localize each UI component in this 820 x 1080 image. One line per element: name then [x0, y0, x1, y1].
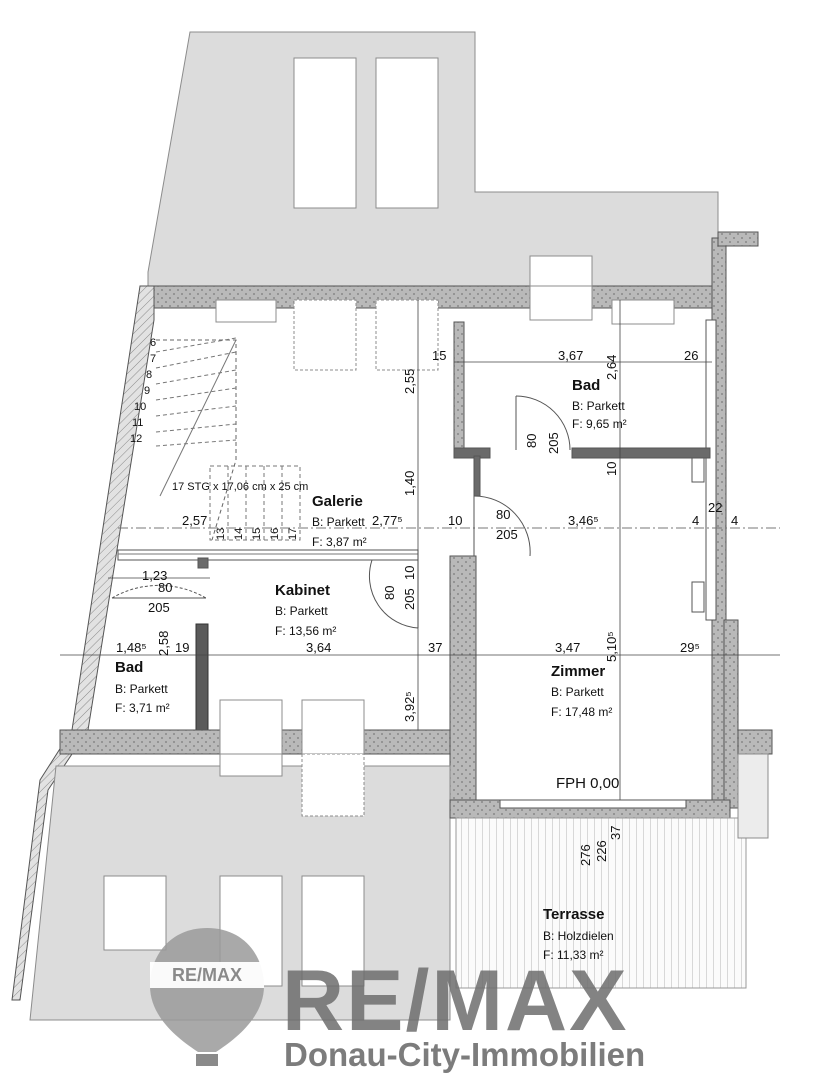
- balloon-icon: RE/MAX: [150, 928, 264, 1066]
- dim-347: 3,47: [555, 640, 580, 655]
- room-area: F: 3,87 m²: [312, 535, 367, 549]
- dim-264: 2,64: [604, 355, 619, 380]
- remax-logo: RE/MAX RE/MAX Donau-City-Immobilien: [150, 928, 645, 1073]
- room-area: F: 3,71 m²: [115, 701, 170, 715]
- room-name: Kabinet: [275, 582, 330, 599]
- roof-top: [147, 31, 719, 321]
- skylight-3: [103, 875, 167, 951]
- dim-10c: 10: [402, 566, 417, 580]
- dim-80c: 80: [158, 580, 172, 595]
- dim-22: 22: [708, 500, 722, 515]
- room-terrasse: Terrasse B: Holzdielen F: 11,33 m²: [543, 906, 614, 962]
- room-floor: B: Parkett: [551, 685, 604, 699]
- room-bad-top: Bad B: Parkett F: 9,65 m²: [572, 377, 627, 431]
- room-floor: B: Holzdielen: [543, 929, 614, 943]
- stair-step-6: 6: [150, 337, 156, 349]
- dim-2775: 2,77⁵: [372, 513, 403, 528]
- stair-step-12: 12: [130, 433, 142, 445]
- dim-257: 2,57: [182, 513, 207, 528]
- dim-37b: 37: [608, 826, 623, 840]
- dim-3465: 3,46⁵: [568, 513, 599, 528]
- dim-226: 226: [594, 840, 609, 862]
- dim-364: 3,64: [306, 640, 331, 655]
- brand-tagline: Donau-City-Immobilien: [284, 1036, 645, 1073]
- room-floor: B: Parkett: [115, 682, 168, 696]
- door-swings: [111, 395, 571, 629]
- room-name: Bad: [115, 659, 143, 676]
- wall-top: [139, 285, 719, 371]
- dim-3925: 3,92⁵: [402, 691, 417, 722]
- room-zimmer: Zimmer B: Parkett F: 17,48 m²: [551, 663, 612, 719]
- room-area: F: 17,48 m²: [551, 705, 612, 719]
- dim-4b: 4: [731, 513, 738, 528]
- dim-295: 29⁵: [680, 640, 700, 655]
- room-area: F: 9,65 m²: [572, 417, 627, 431]
- room-floor: B: Parkett: [275, 604, 328, 618]
- skylight-2: [375, 57, 439, 209]
- room-bad-left: Bad B: Parkett F: 3,71 m²: [115, 659, 170, 715]
- dim-10b: 10: [448, 513, 462, 528]
- dim-255: 2,55: [402, 369, 417, 394]
- dim-15: 15: [432, 348, 446, 363]
- dimension-texts: 15 3,67 2,64 26 2,55 80 205 10 1,40 2,57…: [116, 348, 738, 866]
- room-kabinet: Kabinet B: Parkett F: 13,56 m²: [275, 582, 336, 638]
- interior-walls: [117, 321, 711, 819]
- dim-26: 26: [684, 348, 698, 363]
- dim-367: 3,67: [558, 348, 583, 363]
- stair-step-16: 16: [269, 528, 281, 540]
- room-name: Zimmer: [551, 663, 605, 680]
- stair-step-15: 15: [251, 528, 263, 540]
- room-name: Galerie: [312, 493, 363, 510]
- skylight-1: [293, 57, 357, 209]
- dim-205b: 205: [496, 527, 518, 542]
- zimmer-bottom-wall: [449, 799, 731, 819]
- staircase: 6 7 8 9 10 11 12 13 14 15 16 17 17 STG x…: [130, 337, 308, 541]
- dim-123: 1,23: [142, 568, 167, 583]
- balloon-text: RE/MAX: [172, 965, 242, 985]
- dim-205d: 205: [402, 588, 417, 610]
- stair-label: 17 STG x 17,06 cm x 25 cm: [172, 481, 308, 493]
- stair-step-14: 14: [233, 528, 245, 540]
- stair-step-8: 8: [146, 369, 152, 381]
- dim-80a: 80: [524, 434, 539, 448]
- dim-1485: 1,48⁵: [116, 640, 147, 655]
- skylight-5: [301, 875, 365, 987]
- wall-left: [11, 285, 155, 1001]
- room-galerie: Galerie B: Parkett F: 3,87 m²: [312, 493, 367, 549]
- room-name: Terrasse: [543, 906, 604, 923]
- room-floor: B: Parkett: [572, 399, 625, 413]
- wall-right: [691, 231, 759, 809]
- terrace: [455, 753, 769, 989]
- stair-step-9: 9: [144, 385, 150, 397]
- room-area: F: 11,33 m²: [543, 948, 603, 962]
- stair-step-7: 7: [150, 353, 156, 365]
- dim-10a: 10: [604, 462, 619, 476]
- dim-80d: 80: [382, 586, 397, 600]
- dim-258: 2,58: [156, 631, 171, 656]
- roof-bottom: [29, 753, 451, 1021]
- dim-276: 276: [578, 844, 593, 866]
- stair-step-10: 10: [134, 401, 146, 413]
- dim-4a: 4: [692, 513, 699, 528]
- dim-19: 19: [175, 640, 189, 655]
- dim-205a: 205: [546, 432, 561, 454]
- chimney-bottom: [219, 753, 283, 777]
- dim-140: 1,40: [402, 471, 417, 496]
- remax-wordmark: RE/MAX: [282, 953, 628, 1049]
- dim-80b: 80: [496, 507, 510, 522]
- room-name: Bad: [572, 377, 600, 394]
- room-floor: B: Parkett: [312, 515, 365, 529]
- room-area: F: 13,56 m²: [275, 624, 336, 638]
- dim-205c: 205: [148, 600, 170, 615]
- stair-step-13: 13: [215, 528, 227, 540]
- stair-step-17: 17: [287, 528, 299, 540]
- stair-step-11: 11: [132, 417, 143, 429]
- dim-37a: 37: [428, 640, 442, 655]
- dim-5105: 5,10⁵: [604, 631, 619, 662]
- level-label: FPH 0,00: [556, 775, 619, 792]
